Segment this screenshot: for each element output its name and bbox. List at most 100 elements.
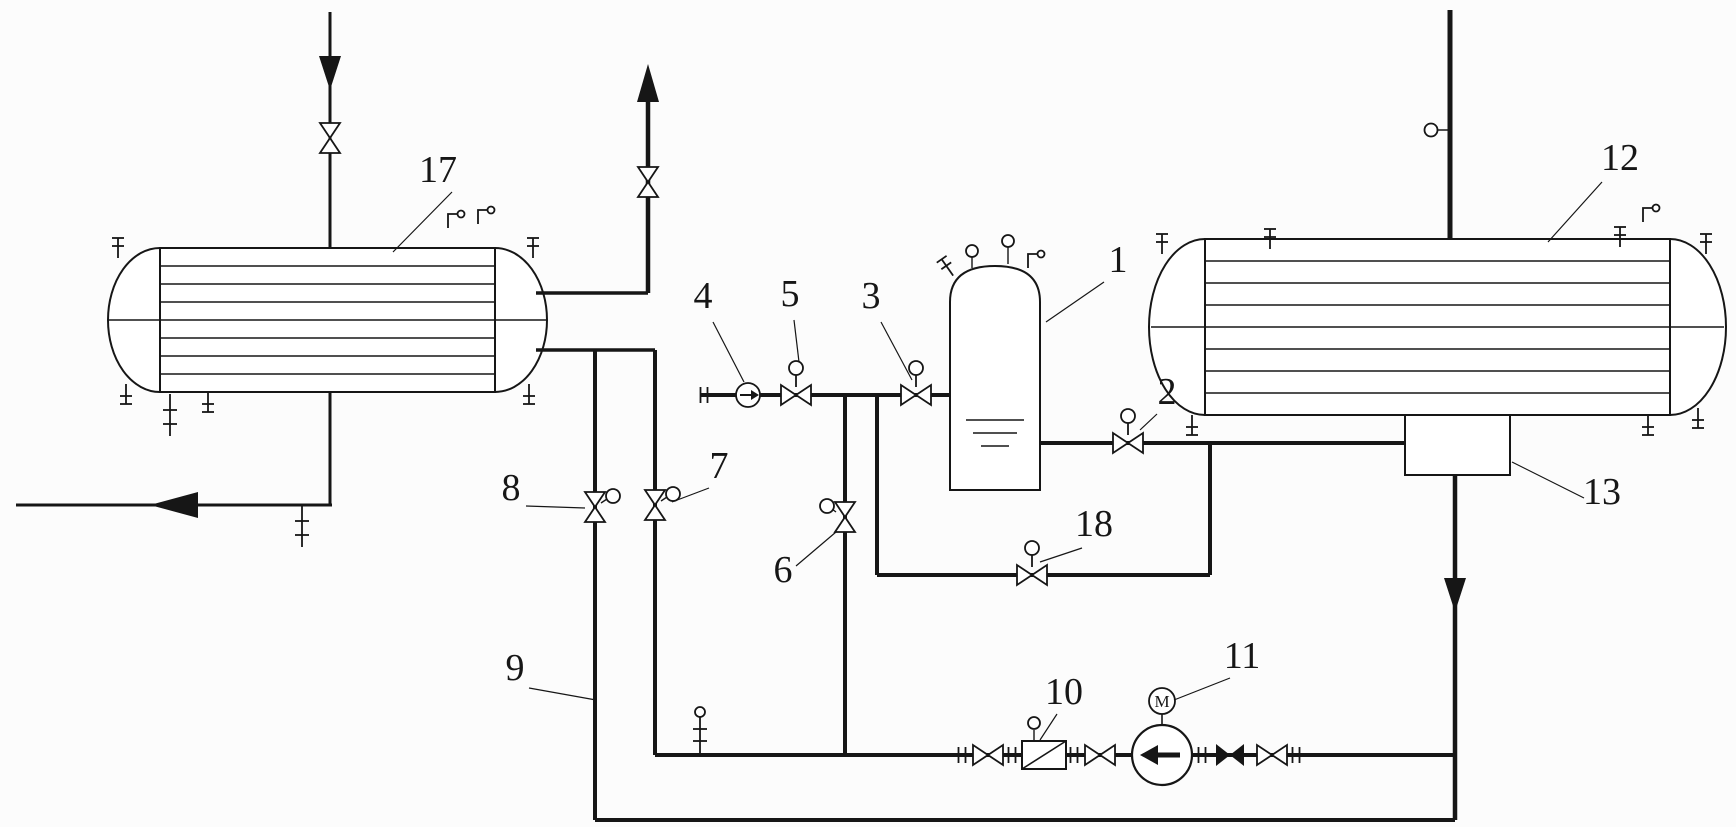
branch-lines-7-8 [536,348,681,820]
flange-nozzle-icon [1155,233,1169,255]
tank-1-body [949,264,1041,491]
gauge-icon [1001,234,1015,248]
leader-7 [671,487,710,503]
leader-10 [1039,713,1058,741]
leader-1 [1045,281,1105,323]
flange-nozzle-icon [201,391,215,413]
flange-nozzle-icon [1691,407,1705,429]
leader-11 [1173,677,1231,701]
valve-3-actuator-icon [908,360,924,388]
valve-2-actuator-icon [1120,408,1136,436]
flow-arrow-down-icon [319,56,341,90]
gauge-icon [965,244,979,258]
thermowell-icon [477,205,496,225]
flange-nozzle-icon [119,383,133,405]
exchanger-12-tubes [1151,260,1724,394]
valve-8-icon [584,491,606,523]
thermowell-icon [1027,249,1046,269]
vent-valve-icon [637,166,659,198]
leader-12 [1547,181,1603,243]
callout-strainer-10: 10 [1045,671,1083,713]
valve-18-icon [1016,564,1048,586]
valve-7-stem [660,496,668,502]
valve-5-actuator-icon [788,360,804,388]
callout-exchanger-12: 12 [1601,137,1639,179]
thermowell-icon [1642,203,1661,223]
callout-line-9: 9 [506,647,525,689]
leader-3 [880,321,913,381]
motor-icon [1148,687,1176,715]
vent-gauge-icon [1423,122,1439,138]
motor-letter: M [1154,692,1169,711]
valve-3-icon [900,384,932,406]
instrument-stack-icon [162,393,178,437]
instrument-stack-icon [294,504,310,548]
leader-2 [1139,413,1158,431]
callout-valve-8: 8 [502,467,521,509]
exchanger-17-inlet-line [319,12,341,248]
callout-tank-1: 1 [1109,239,1128,281]
flange-nozzle-icon [526,237,540,259]
inlet-valve-icon [319,122,341,154]
callout-pump-11: 11 [1224,635,1261,677]
valve-2-icon [1112,432,1144,454]
flow-meter-4-arrowhead [751,390,759,400]
pump-discharge-valve-icon [1256,744,1288,766]
leader-13 [1511,461,1585,499]
pump-11-arrowhead [1140,745,1158,765]
tank-1 [935,234,1046,491]
flange-nozzle-icon [522,383,536,405]
valve-6-handwheel-icon [819,498,835,514]
flange-nozzle-icon [1699,233,1713,255]
flange-nozzle-icon [1641,414,1655,436]
exchanger-17-tubes [108,265,547,375]
drain-line-13 [1444,475,1466,820]
pump-line: M [655,687,1455,787]
leader-5 [793,319,800,363]
flange-nozzle-icon [111,237,125,259]
flow-arrow-up-icon [637,64,659,102]
collector-13-box [1404,414,1511,476]
bypass-line-18 [875,395,1212,586]
suction-valve-icon [972,744,1004,766]
callout-exchanger-17: 17 [419,149,457,191]
valve-18-actuator-icon [1024,540,1040,568]
check-valve-icon [1230,744,1244,766]
strainer-10-diagonal [1021,740,1067,770]
callouts: 1 2 3 4 5 6 7 8 9 10 11 12 13 [392,137,1639,741]
heat-exchanger-17 [107,205,548,437]
tank-outlet-line [1040,408,1405,454]
feed-line [699,360,950,408]
leader-6 [795,531,837,567]
callout-valve-6: 6 [774,549,793,591]
leader-9 [528,687,597,701]
callout-valve-2: 2 [1158,371,1177,413]
valve-8-stem [600,498,608,504]
valve-7-handwheel-icon [665,486,681,502]
branch-line-6 [819,395,856,755]
valve-8-handwheel-icon [605,488,621,504]
check-valve-icon [1216,744,1230,766]
exchanger-17-vent-line [536,64,659,295]
heat-exchanger-12 [1148,10,1727,436]
callout-valve-5: 5 [781,273,800,315]
thermowell-icon [447,209,466,229]
callout-valve-18: 18 [1075,503,1113,545]
valve-6-icon [834,501,856,533]
valve-5-icon [780,384,812,406]
pump-inlet-valve-icon [1084,744,1116,766]
tank-1-level-mark [966,419,1024,447]
leader-18 [1039,547,1083,563]
leader-8 [525,505,586,509]
valve-7-icon [644,489,666,521]
exchanger-17-outlet-line [16,392,332,548]
strainer-10-gauge-icon [1027,716,1041,730]
callout-collector-13: 13 [1583,471,1621,513]
leader-4 [712,321,745,383]
flange-nozzle-icon [935,254,959,280]
collector-13 [1404,414,1511,476]
flow-arrow-down-icon [1444,578,1466,612]
leader-17 [392,191,453,253]
